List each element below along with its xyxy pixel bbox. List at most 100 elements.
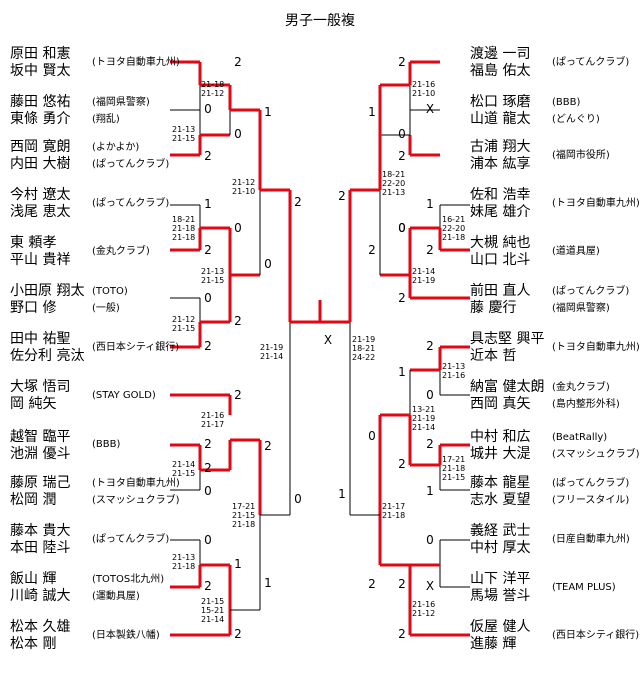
right-score-19: 2 — [398, 457, 406, 471]
right-score-2: 1 — [368, 105, 376, 119]
left-entry-8-club: (STAY GOLD) — [92, 390, 156, 401]
right-entry-8-club-2: (島内整形外科) — [552, 399, 620, 410]
left-score-3: 0 — [234, 127, 242, 141]
left-entry-1-player-2: 坂中 賢太 — [10, 63, 71, 79]
right-entry-10-club: (ぱってんクラブ) — [552, 478, 630, 489]
right-score-5: 2 — [398, 149, 406, 163]
right-score-24: 2 — [398, 627, 406, 641]
left-entry-6-club-2: (一般) — [92, 303, 120, 314]
left-entry-13-player-2: 松本 剛 — [10, 636, 57, 652]
left-entry-4-player-1: 今村 遼太 — [10, 187, 71, 203]
right-entry-4-player-1: 佐和 浩幸 — [470, 187, 531, 203]
left-score-6: 0 — [234, 221, 242, 235]
right-entry-1-player-1: 渡邊 一司 — [470, 46, 531, 62]
final-score-x: X — [323, 333, 333, 347]
right-score-10: 2 — [398, 291, 406, 305]
right-entry-2-club: (BBB) — [552, 97, 581, 108]
right-entry-10-club-2: (フリースタイル) — [552, 495, 630, 506]
right-score-15: 0 — [426, 388, 434, 402]
left-score-10: 0 — [204, 291, 212, 305]
left-score-18: 0 — [294, 492, 302, 506]
left-bracket-lines — [170, 60, 320, 637]
right-score-22: 0 — [426, 533, 434, 547]
right-entry-6-club: (ぱってんクラブ) — [552, 286, 630, 297]
right-score-3: X — [425, 102, 435, 116]
right-entry-4-player-2: 妹尾 雄介 — [470, 204, 531, 220]
left-entry-5-player-2: 平山 貴祥 — [10, 252, 71, 268]
right-entry-13-player-1: 仮屋 健人 — [470, 619, 531, 635]
right-score-21: X — [425, 579, 435, 593]
right-entry-2-club-2: (どんぐり) — [552, 114, 600, 125]
right-entry-4-club: (トヨタ自動車九州) — [552, 198, 640, 209]
right-entry-7-player-1: 具志堅 興平 — [470, 331, 545, 347]
left-entry-7-player-1: 田中 祐聖 — [10, 331, 71, 347]
right-entry-6-player-1: 前田 直人 — [470, 283, 531, 299]
left-entry-10-player-1: 藤原 瑞己 — [10, 475, 71, 491]
right-score-4: 0 — [398, 127, 406, 141]
left-score-22: 0 — [204, 533, 212, 547]
right-score-13: 2 — [426, 339, 434, 353]
right-entry-13-player-2: 進藤 輝 — [470, 636, 517, 652]
left-entry-10-club-2: (スマッシュクラブ) — [92, 495, 180, 506]
left-entry-9-player-2: 池淵 優斗 — [10, 446, 71, 462]
left-entry-4-player-2: 浅尾 恵太 — [10, 204, 71, 220]
left-score-9: 2 — [234, 314, 242, 328]
left-entry-12-player-1: 飯山 輝 — [10, 571, 57, 587]
left-score-24: 1 — [264, 576, 272, 590]
right-entry-1-club: (ぱってんクラブ) — [552, 57, 630, 68]
left-entry-6-player-2: 野口 修 — [10, 300, 57, 316]
left-entry-5-club: (金丸クラブ) — [92, 246, 150, 257]
right-entry-10-player-2: 志水 夏望 — [470, 492, 531, 508]
right-entry-5-club: (道道具屋) — [552, 246, 600, 257]
right-score-11: 1 — [426, 197, 434, 211]
left-score-4: 2 — [204, 149, 212, 163]
left-entry-2-club-2: (翔乱) — [92, 114, 120, 125]
left-entry-8-player-1: 大塚 悟司 — [10, 379, 71, 395]
right-entry-12-club: (TEAM PLUS) — [552, 582, 616, 593]
left-entry-6-club: (TOTO) — [92, 286, 128, 297]
left-entry-12-player-2: 川崎 誠大 — [10, 588, 71, 604]
right-entry-11-club: (日産自動車九州) — [552, 534, 630, 545]
page-title: 男子一般複 — [285, 13, 355, 29]
left-entry-3-club: (よかよか) — [92, 142, 140, 153]
right-score-9: 2 — [368, 243, 376, 257]
left-entry-2-player-1: 藤田 悠祐 — [10, 94, 71, 110]
left-score-12: 1 — [264, 105, 272, 119]
left-entry-3-player-1: 西岡 寛朗 — [10, 139, 71, 155]
left-entry-10-club: (トヨタ自動車九州) — [92, 478, 180, 489]
right-entry-5-player-1: 大槻 純也 — [470, 235, 531, 251]
left-entry-1-club: (トヨタ自動車九州) — [92, 57, 180, 68]
right-score-17: 1 — [426, 484, 434, 498]
left-entry-10-player-2: 松岡 潤 — [10, 492, 57, 508]
right-score-23: 2 — [368, 577, 376, 591]
right-entry-8-player-1: 納富 健太朗 — [470, 379, 545, 395]
right-entry-7-club: (トヨタ自動車九州) — [552, 342, 640, 353]
left-score-1: 2 — [234, 55, 242, 69]
right-entry-11-player-2: 中村 厚太 — [470, 540, 531, 556]
right-entry-7-player-2: 近本 哲 — [470, 348, 517, 364]
left-entry-7-player-2: 佐分利 亮汰 — [10, 348, 85, 364]
right-score-1: 2 — [398, 55, 406, 69]
right-entry-12-player-1: 山下 洋平 — [470, 571, 531, 587]
left-score-16: 2 — [264, 439, 272, 453]
right-score-18: 0 — [368, 429, 376, 443]
left-score-15: 2 — [204, 461, 212, 475]
left-score-8: 0 — [264, 257, 272, 271]
